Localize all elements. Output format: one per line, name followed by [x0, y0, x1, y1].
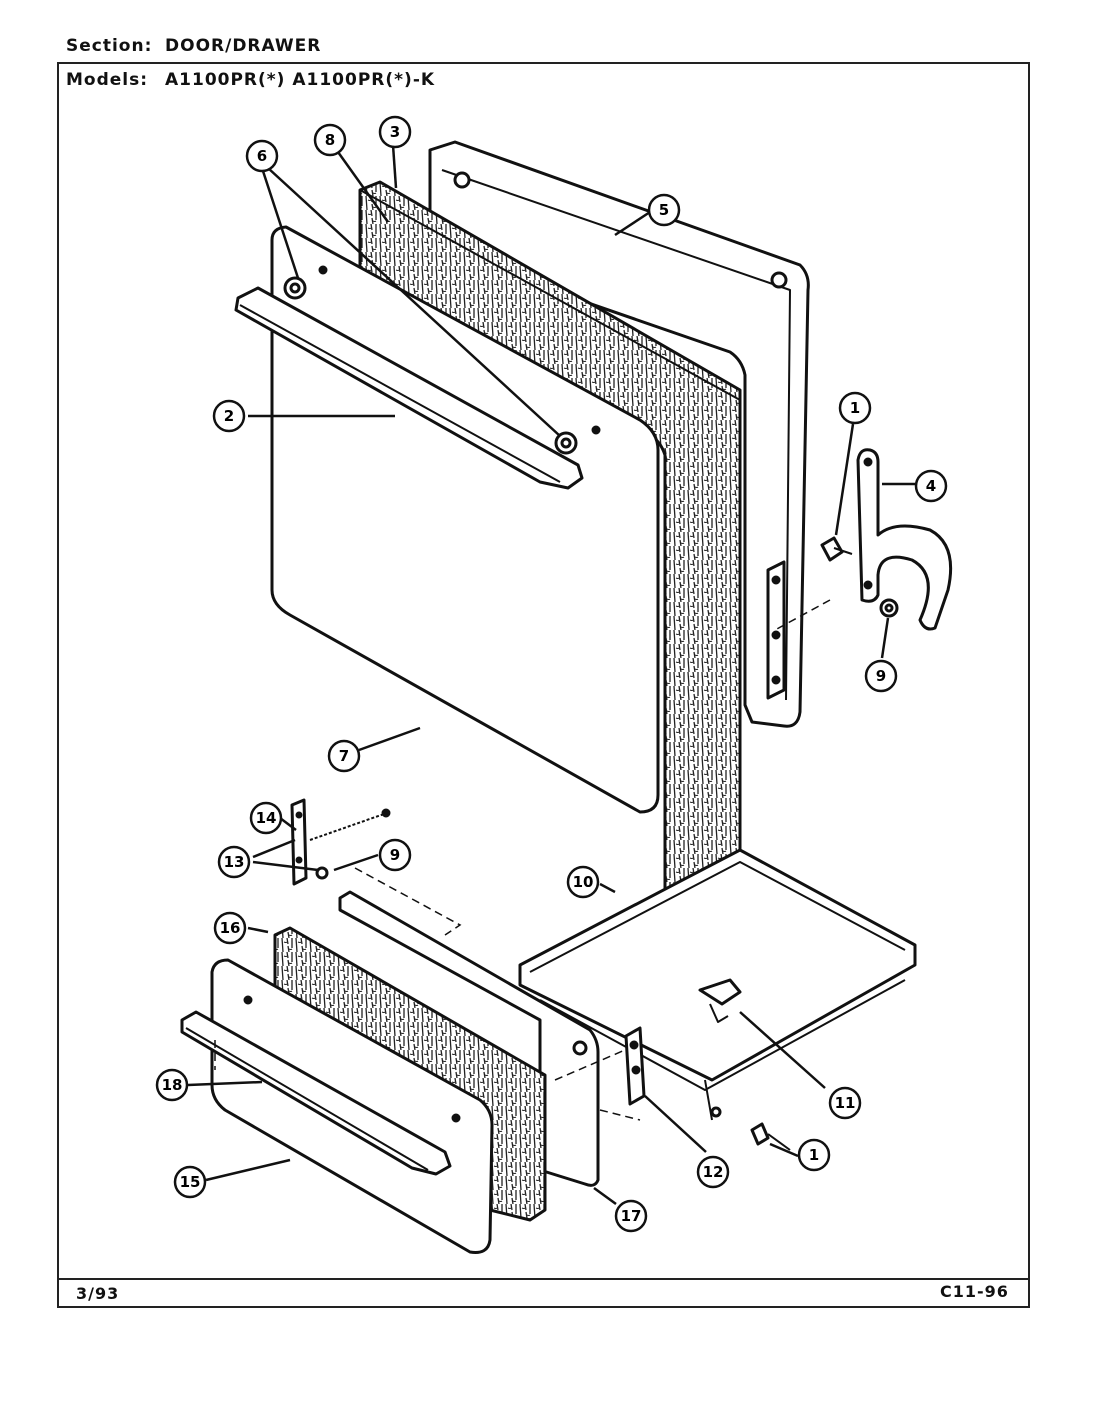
svg-text:2: 2: [224, 407, 234, 425]
svg-text:18: 18: [162, 1076, 183, 1094]
svg-text:3: 3: [390, 123, 400, 141]
svg-text:11: 11: [835, 1094, 856, 1112]
svg-text:8: 8: [325, 131, 335, 149]
svg-text:1: 1: [809, 1146, 819, 1164]
svg-text:12: 12: [703, 1163, 724, 1181]
drawer-stop-part-11: [698, 978, 742, 1023]
callout-2: 2: [212, 399, 246, 433]
models-label: Models:: [66, 70, 149, 90]
callout-16: 16: [213, 911, 247, 945]
svg-text:7: 7: [339, 747, 349, 765]
section-label: Section:: [66, 36, 153, 56]
models-value: A1100PR(*) A1100PR(*)-K: [165, 70, 436, 90]
drawer-pan-part-10: [518, 848, 917, 1121]
callout-10: 10: [566, 865, 600, 899]
svg-text:16: 16: [220, 919, 241, 937]
callout-17: 17: [614, 1199, 648, 1233]
svg-text:9: 9: [390, 846, 400, 864]
hinge-screw-part-1: [820, 536, 853, 562]
callout-12: 12: [696, 1155, 730, 1189]
svg-text:17: 17: [621, 1207, 642, 1225]
callout-9-lower: 9: [378, 838, 412, 872]
page-code: C11-96: [940, 1282, 1009, 1301]
drawer-handle-part-18: [180, 1010, 452, 1176]
svg-text:9: 9: [876, 667, 886, 685]
diagram-frame: [57, 62, 1030, 1308]
callout-1-upper: 1: [838, 391, 872, 425]
callout-9-upper: 9: [864, 659, 898, 693]
svg-text:5: 5: [659, 201, 669, 219]
callout-11: 11: [828, 1086, 862, 1120]
callout-14: 14: [249, 801, 283, 835]
footer-divider: [57, 1278, 1030, 1280]
section-value: DOOR/DRAWER: [165, 36, 322, 56]
callout-18: 18: [155, 1068, 189, 1102]
drawer-liner-part-17: [338, 890, 600, 1187]
svg-text:4: 4: [926, 477, 936, 495]
drawer-nut-part-9: [315, 866, 329, 880]
revision-date: 3/93: [76, 1284, 120, 1303]
callout-8: 8: [313, 123, 347, 157]
hinge-nut-part-9: [879, 598, 899, 618]
door-hinge-plate: [766, 560, 786, 700]
callout-3: 3: [378, 115, 412, 149]
callouts: 6 8 3 5 2 1 4 9 7 14 13 9 10 16 18 11 1 …: [155, 115, 948, 1233]
drawer-spring-part-14: [309, 808, 391, 841]
drawer-bracket-part-12: [624, 1026, 646, 1106]
callout-15: 15: [173, 1165, 207, 1199]
callout-6: 7: [327, 739, 361, 773]
drawer-screw-part-1: [750, 1122, 791, 1151]
callout-4: 4: [914, 469, 948, 503]
drawer-bracket-part-13: [290, 798, 308, 886]
callout-13: 13: [217, 845, 251, 879]
svg-text:10: 10: [573, 873, 594, 891]
callout-1-lower: 1: [797, 1138, 831, 1172]
door-handle-part-2: [234, 286, 584, 490]
hinge-arm-part-4: [856, 448, 953, 631]
svg-text:14: 14: [256, 809, 277, 827]
svg-text:15: 15: [180, 1173, 201, 1191]
svg-text:13: 13: [224, 853, 245, 871]
callout-5: 5: [647, 193, 681, 227]
svg-text:6: 6: [257, 147, 267, 165]
callout-7: 6: [245, 139, 279, 173]
svg-text:1: 1: [850, 399, 860, 417]
